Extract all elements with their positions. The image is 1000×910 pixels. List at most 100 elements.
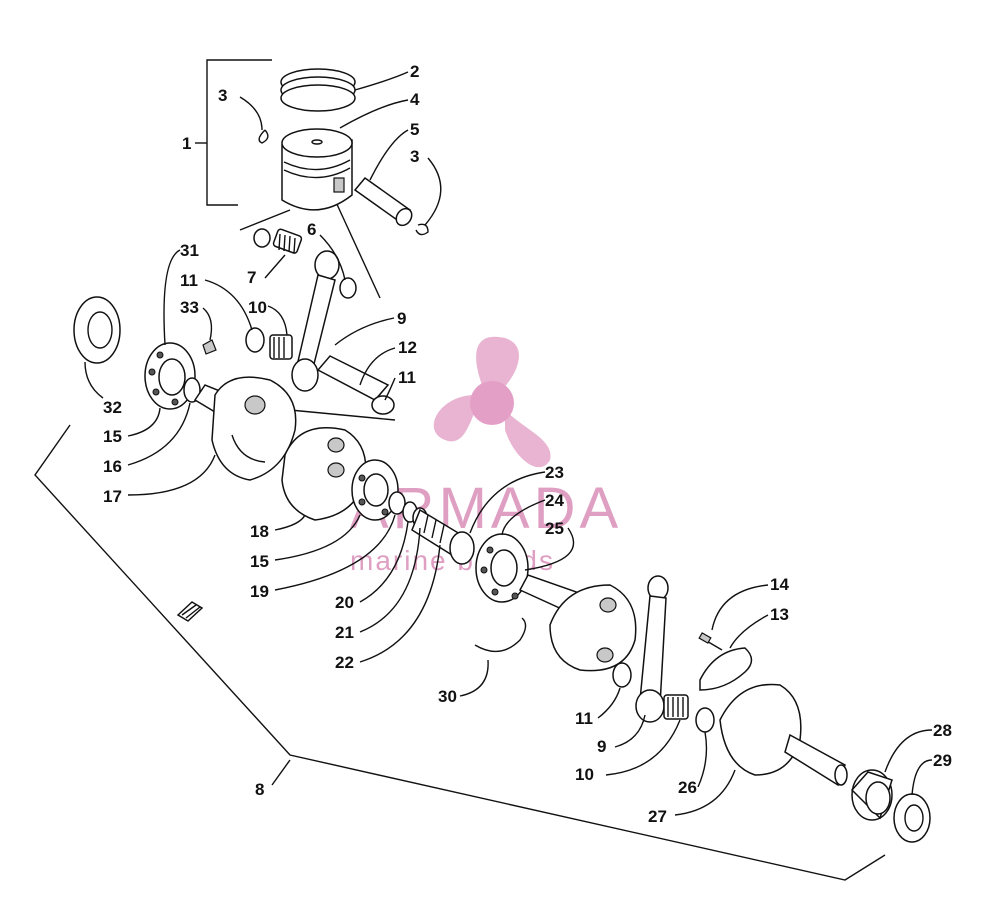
leader-line-13 — [729, 614, 769, 649]
crank-half-right — [518, 574, 637, 672]
leader-line-3 — [239, 96, 263, 131]
leader-line-25 — [524, 527, 575, 571]
callout-26: 26 — [678, 778, 697, 797]
circlip-right — [415, 223, 429, 236]
leader-line-32 — [84, 361, 104, 399]
ball-bearing-left — [144, 342, 196, 410]
propeller-logo-icon — [433, 336, 551, 468]
ring-19 — [388, 491, 406, 515]
callout-17: 17 — [103, 487, 122, 506]
callout-14: 14 — [770, 575, 789, 594]
ball-bearing-right — [475, 533, 529, 603]
leader-line-26 — [697, 731, 708, 788]
leader-line-18 — [274, 514, 306, 531]
leader-line-24 — [501, 499, 546, 536]
callout-2: 2 — [410, 62, 419, 81]
callout-layer: 1233456789910101111111213141515161718192… — [84, 62, 952, 826]
callout-9: 9 — [597, 737, 606, 756]
bracket-lines — [34, 59, 886, 881]
needle-bearing-big — [269, 334, 293, 360]
leader-line-11 — [597, 687, 621, 719]
piston — [281, 128, 353, 211]
thrust-washer-2 — [339, 277, 357, 299]
callout-9: 9 — [397, 309, 406, 328]
washer-23 — [449, 531, 475, 565]
crank-half-left — [193, 376, 297, 481]
leader-line-27 — [674, 769, 736, 816]
washer-11a — [245, 327, 265, 353]
leader-line-14 — [711, 584, 769, 631]
callout-11: 11 — [575, 709, 593, 728]
callout-31: 31 — [180, 241, 199, 260]
callout-5: 5 — [410, 120, 419, 139]
callout-21: 21 — [335, 623, 354, 642]
callout-10: 10 — [575, 765, 594, 784]
callout-28: 28 — [933, 721, 952, 740]
leader-line-10 — [267, 305, 288, 336]
callout-24: 24 — [545, 491, 564, 510]
callout-15: 15 — [103, 427, 122, 446]
callout-32: 32 — [103, 398, 122, 417]
oil-seal-left — [73, 296, 121, 364]
callout-20: 20 — [335, 593, 354, 612]
roller-bearing — [850, 769, 893, 821]
callout-19: 19 — [250, 582, 269, 601]
thrust-washer — [253, 228, 271, 248]
callout-15: 15 — [250, 552, 269, 571]
counterweight — [698, 632, 753, 691]
callout-3: 3 — [218, 86, 227, 105]
leader-line-7 — [264, 254, 286, 279]
connecting-rod — [291, 250, 340, 392]
leader-line-10 — [605, 719, 681, 776]
circlip-left — [258, 129, 269, 144]
connecting-rod-lower — [635, 575, 669, 723]
leader-line-20 — [359, 521, 409, 603]
crank-pin — [316, 355, 395, 415]
callout-11: 11 — [398, 368, 416, 387]
callout-23: 23 — [545, 463, 564, 482]
callout-11: 11 — [180, 271, 198, 290]
needle-bearing-lower — [663, 694, 689, 720]
callout-4: 4 — [410, 90, 420, 109]
piston-rings — [280, 68, 356, 112]
needle-bearing-small — [272, 228, 303, 254]
leader-line-28 — [884, 729, 933, 773]
oil-seal-right — [893, 793, 931, 843]
crank-half-middle — [281, 427, 367, 521]
callout-1: 1 — [182, 134, 191, 153]
callout-25: 25 — [545, 519, 564, 538]
washer-11c — [612, 662, 632, 688]
leader-line-6 — [319, 234, 346, 281]
leader-line-33 — [202, 307, 213, 341]
callout-6: 6 — [307, 220, 316, 239]
snap-ring-left — [183, 377, 201, 403]
leader-line-19 — [274, 514, 396, 591]
leader-line-3 — [424, 157, 442, 226]
leader-line-11 — [204, 279, 253, 331]
callout-7: 7 — [247, 268, 256, 287]
callout-13: 13 — [770, 605, 789, 624]
callout-18: 18 — [250, 522, 269, 541]
callout-22: 22 — [335, 653, 354, 672]
washer-26 — [695, 707, 715, 733]
snap-ring-30 — [474, 617, 527, 653]
leader-line-31 — [163, 249, 181, 346]
callout-30: 30 — [438, 687, 457, 706]
leader-line-21 — [359, 527, 421, 633]
ball-bearing-middle — [351, 459, 399, 521]
leader-line-30 — [459, 659, 489, 697]
callout-3: 3 — [410, 147, 419, 166]
callout-27: 27 — [648, 807, 667, 826]
leader-line-9 — [334, 317, 395, 346]
leader-line-9 — [614, 714, 646, 748]
callout-10: 10 — [248, 298, 267, 317]
leader-line-11 — [384, 377, 396, 401]
callout-12: 12 — [398, 338, 417, 357]
leader-line-8 — [271, 759, 291, 786]
crank-end — [719, 683, 848, 787]
leader-line-15 — [127, 407, 161, 437]
woodruff-key — [202, 339, 217, 355]
callout-16: 16 — [103, 457, 122, 476]
leader-line-16 — [127, 402, 191, 466]
